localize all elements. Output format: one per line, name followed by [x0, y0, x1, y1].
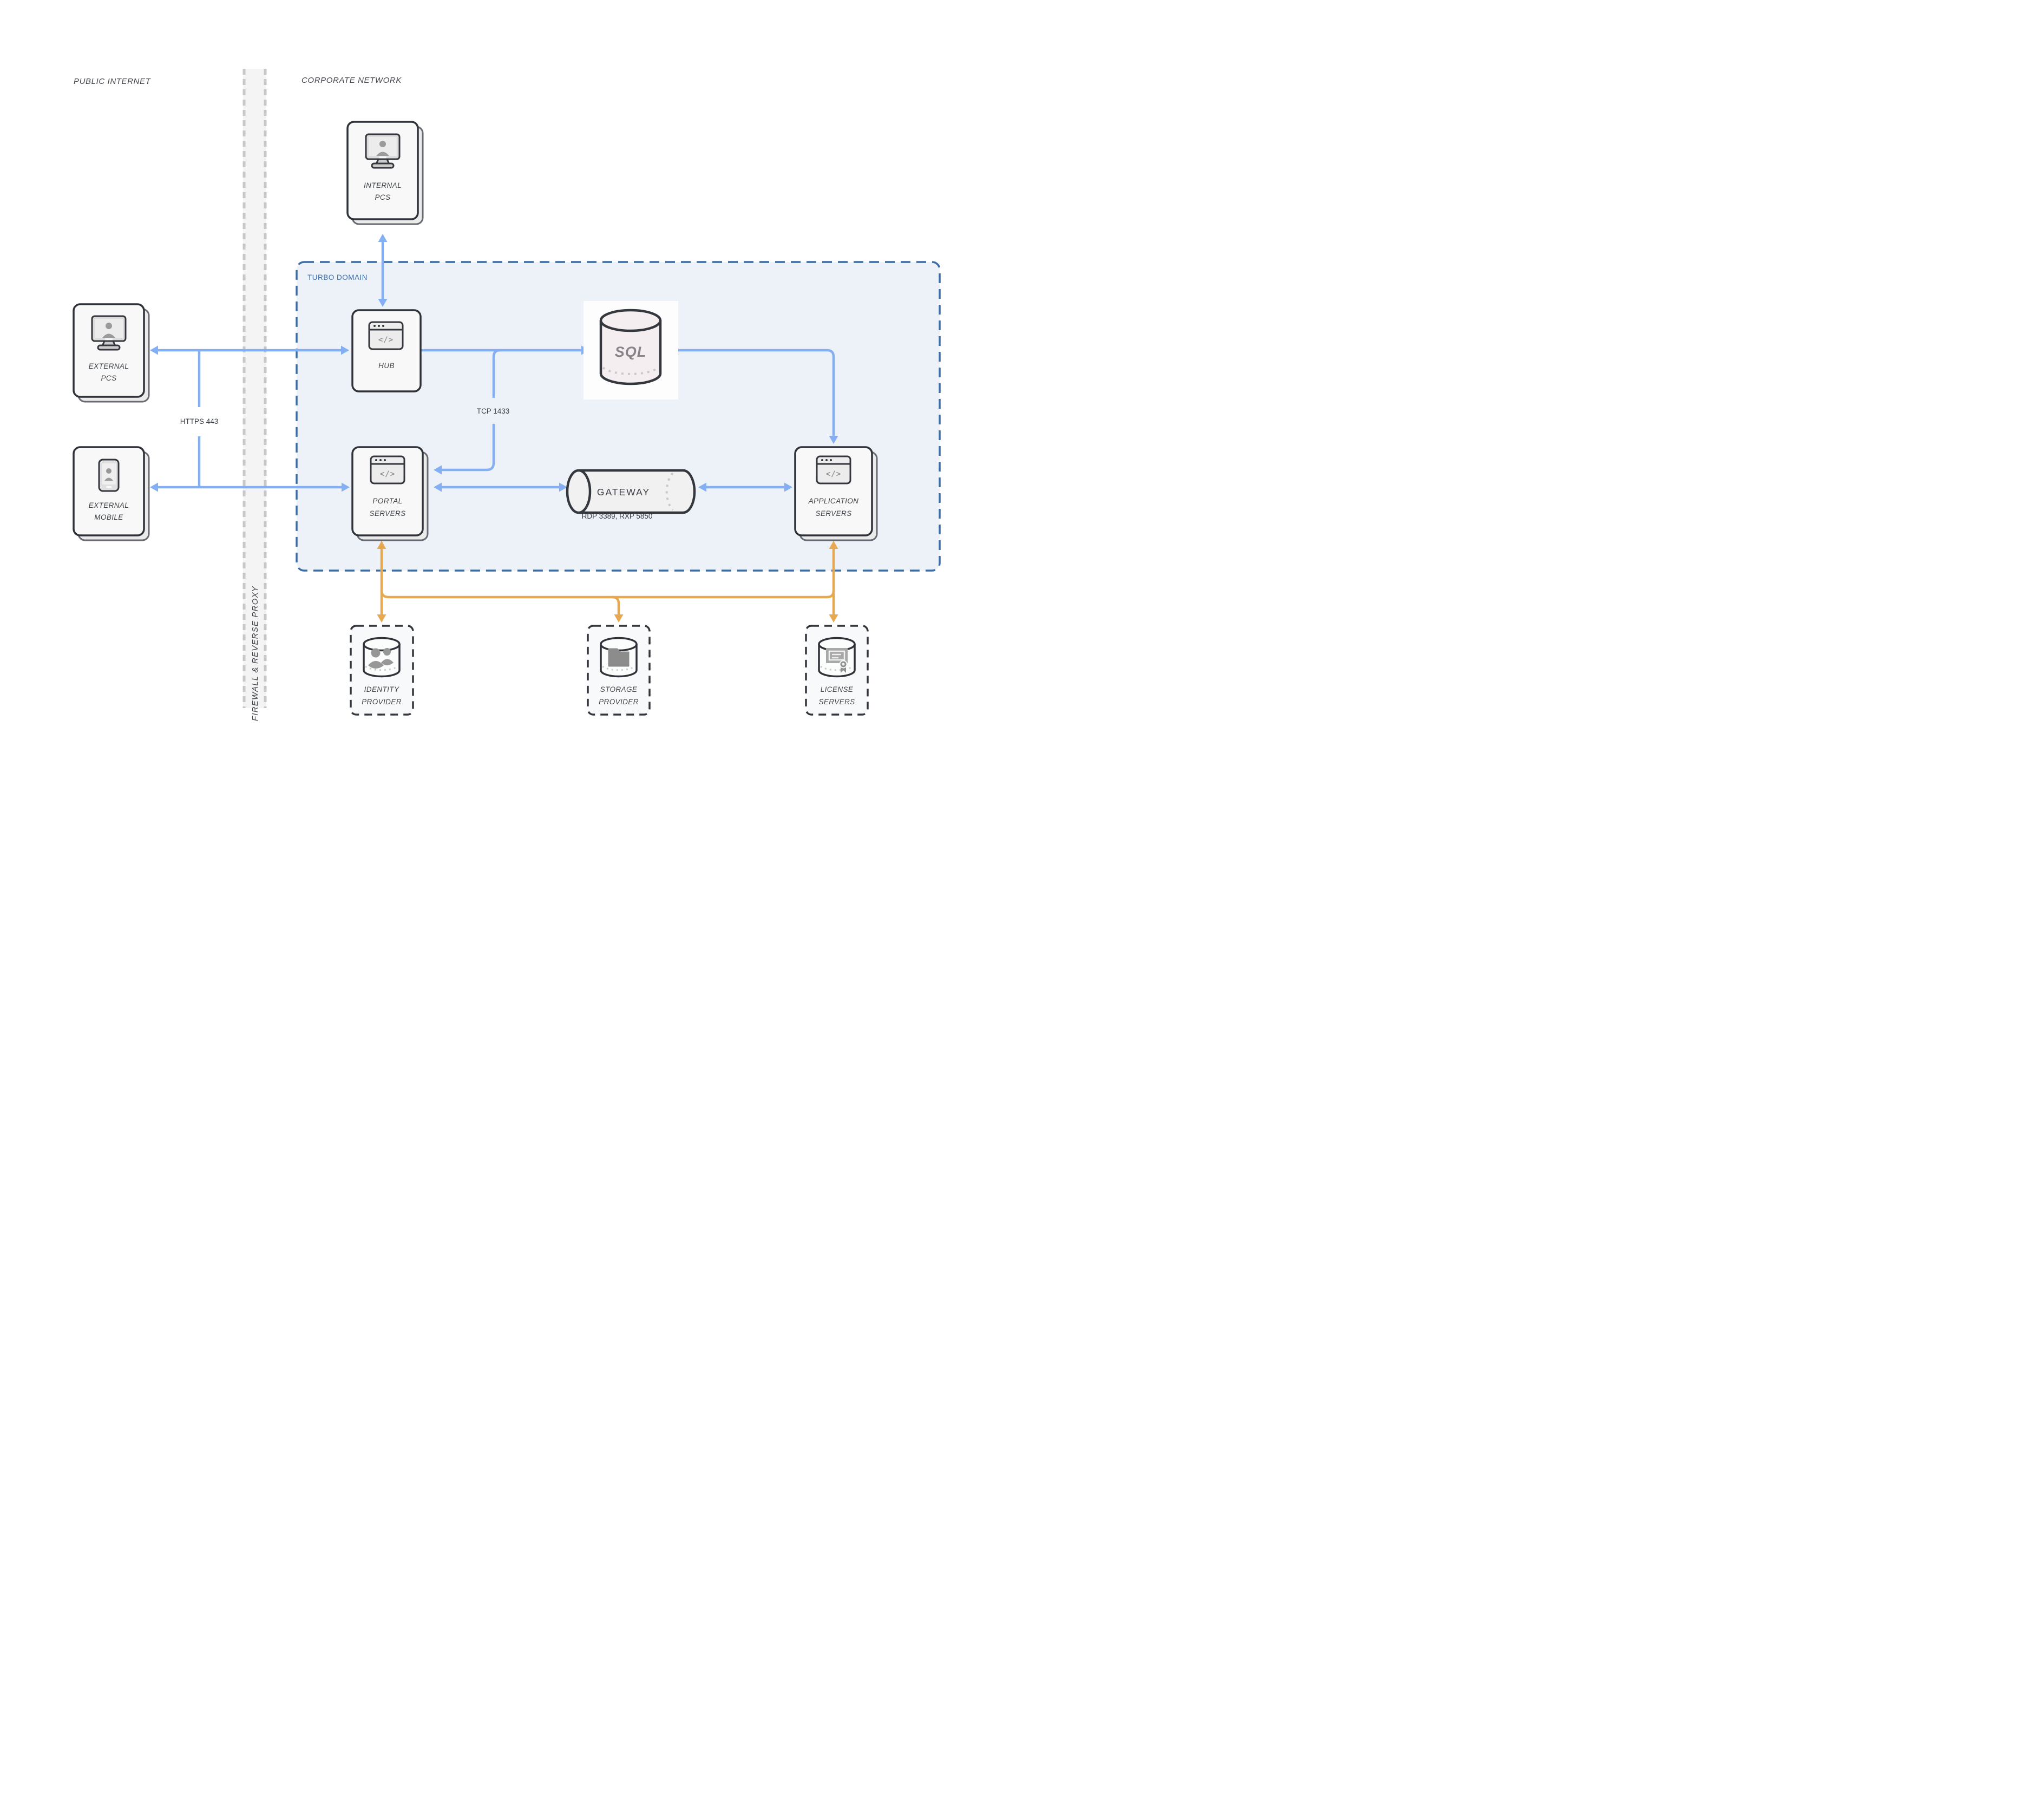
- users-database-icon: [363, 637, 401, 678]
- monitor-user-icon: [91, 315, 127, 351]
- arrowhead-left-portal-tcp: [434, 465, 442, 475]
- corporate-network-label: CORPORATE NETWORK: [301, 76, 402, 85]
- database-cylinder-icon: [599, 309, 662, 385]
- node-external-mobile: EXTERNAL MOBILE: [73, 446, 150, 541]
- node-hub: </> HUB: [351, 309, 422, 392]
- branch-storage: [612, 595, 620, 614]
- firewall-bar: [243, 69, 266, 708]
- gateway-ports-label: RDP 3389, RXP 5850: [582, 512, 653, 520]
- node-gateway: GATEWAY: [566, 469, 696, 514]
- tcp-1433-label: TCP 1433: [477, 407, 510, 415]
- turbo-domain-region: TURBO DOMAIN: [296, 261, 941, 572]
- gateway-open-end: [665, 472, 674, 511]
- node-external-pcs: EXTERNAL PCS: [73, 303, 150, 403]
- node-identity-provider: IDENTITY PROVIDER: [350, 625, 414, 716]
- arrowhead-right-gateway: [559, 482, 567, 492]
- browser-code-icon: </>: [368, 321, 404, 350]
- https-443-label: HTTPS 443: [180, 417, 219, 425]
- node-portal-servers: </> PORTAL SERVERS: [351, 446, 429, 541]
- arrowhead-down-hub: [378, 299, 388, 307]
- arrowhead-left-externalmobile: [150, 482, 158, 492]
- node-internal-pcs: INTERNAL PCS: [346, 121, 424, 225]
- license-label-2: SERVERS: [818, 698, 855, 706]
- appservers-label-2: SERVERS: [815, 509, 851, 518]
- appservers-card: [794, 446, 873, 536]
- hub-label: HUB: [378, 362, 395, 370]
- internal-pcs-label-2: PCS: [375, 193, 391, 201]
- tcp-branch-lower: [442, 424, 495, 472]
- arrowhead-up-portal: [377, 541, 386, 549]
- phone-user-icon: [98, 459, 120, 492]
- node-application-servers: </> APPLICATION SERVERS: [794, 446, 878, 541]
- code-glyph: </>: [380, 470, 395, 479]
- arrowhead-left-gateway: [698, 482, 706, 492]
- gateway-left-cap: [566, 469, 592, 514]
- internal-pcs-label-1: INTERNAL: [364, 181, 402, 189]
- identity-label-1: IDENTITY: [364, 685, 399, 693]
- browser-code-icon: </>: [816, 455, 851, 485]
- arrowhead-left-externalpcs: [150, 345, 158, 355]
- external-mobile-label-1: EXTERNAL: [89, 501, 129, 509]
- arrowhead-down-appservers: [829, 436, 838, 444]
- arrowhead-down-identity: [377, 614, 386, 623]
- connectors-blue: [150, 234, 838, 492]
- monitor-user-icon: [365, 133, 401, 169]
- external-pcs-label-1: EXTERNAL: [89, 362, 129, 370]
- certificate-database-icon: [818, 637, 856, 678]
- license-label-1: LICENSE: [821, 685, 854, 693]
- orange-trunk: [380, 590, 835, 599]
- storage-label-2: PROVIDER: [599, 698, 639, 706]
- code-glyph: </>: [826, 470, 841, 479]
- arrowhead-down-storage: [614, 614, 624, 623]
- public-internet-label: PUBLIC INTERNET: [74, 77, 152, 86]
- tcp-branch-upper: [492, 349, 501, 398]
- portal-label-2: SERVERS: [369, 509, 405, 518]
- arrowhead-up-internalpcs: [378, 234, 388, 242]
- external-pcs-label-2: PCS: [101, 374, 117, 382]
- appservers-label-1: APPLICATION: [808, 497, 859, 505]
- firewall-label: FIREWALL & REVERSE PROXY: [251, 586, 260, 721]
- arrowhead-right-hub: [341, 345, 349, 355]
- architecture-diagram: FIREWALL & REVERSE PROXY PUBLIC INTERNET…: [0, 0, 1010, 910]
- portal-label-1: PORTAL: [372, 497, 402, 505]
- folder-database-icon: [600, 637, 638, 678]
- node-license-servers: LICENSE SERVERS: [805, 625, 869, 716]
- gateway-label: GATEWAY: [597, 487, 650, 497]
- gateway-pipe-body: [579, 469, 696, 514]
- turbo-domain-box: [296, 261, 941, 572]
- identity-label-2: PROVIDER: [362, 698, 402, 706]
- node-sql-database: SQL: [584, 301, 678, 400]
- node-storage-provider: STORAGE PROVIDER: [587, 625, 651, 716]
- code-glyph: </>: [378, 336, 394, 344]
- arrowhead-left-portal: [434, 482, 442, 492]
- browser-code-icon: </>: [370, 455, 405, 485]
- arrowhead-right-portal: [342, 482, 350, 492]
- arrowhead-right-appservers: [784, 482, 792, 492]
- connectors-orange: [377, 541, 838, 623]
- firewall-reverse-proxy-bar: FIREWALL & REVERSE PROXY: [242, 69, 267, 721]
- arrow-sql-appservers: [673, 349, 835, 436]
- sql-label: SQL: [615, 344, 647, 360]
- turbo-domain-label: TURBO DOMAIN: [307, 273, 368, 281]
- arrowhead-up-appservers: [829, 541, 838, 549]
- arrowhead-down-license: [829, 614, 838, 623]
- external-mobile-label-2: MOBILE: [94, 513, 123, 521]
- storage-label-1: STORAGE: [600, 685, 638, 693]
